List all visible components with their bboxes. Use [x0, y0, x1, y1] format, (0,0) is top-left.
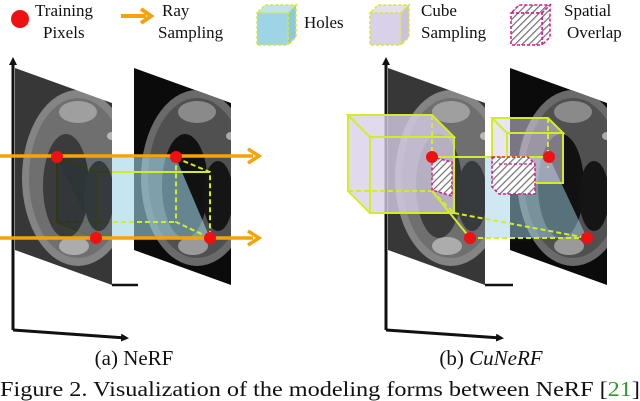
- training-pixels: [51, 151, 216, 244]
- lavender-cube-icon: [368, 3, 411, 47]
- legend-label: Pixels: [43, 23, 85, 42]
- legend-label: Sampling: [158, 23, 224, 42]
- connecting-edges: [431, 156, 588, 239]
- subcaption-name: NeRF: [123, 346, 173, 370]
- legend-label: Holes: [304, 13, 344, 32]
- big-sampling-cube: [345, 114, 457, 214]
- legend-label: Ray: [162, 1, 190, 20]
- legend-training-pixels: Training Pixels: [11, 1, 93, 42]
- spatial-overlap-region: [431, 156, 536, 198]
- legend-cube-sampling: Cube Sampling: [368, 1, 487, 47]
- legend-spatial-overlap: Spatial Overlap: [509, 1, 622, 47]
- orange-arrow-icon: [121, 7, 155, 25]
- legend-ray-sampling: Ray Sampling: [121, 1, 224, 42]
- legend-label: Spatial: [564, 1, 611, 20]
- legend-label: Training: [35, 1, 93, 20]
- nerf-subcaption: (a) NeRF: [95, 346, 174, 370]
- subcaption-prefix: (b): [439, 346, 469, 370]
- legend-holes: Holes: [255, 3, 344, 47]
- subcaption-prefix: (a): [95, 346, 124, 370]
- blue-cube-icon: [255, 3, 298, 47]
- figure-caption: Figure 2. Visualization of the modeling …: [0, 377, 640, 401]
- hatched-cube-icon: [509, 3, 552, 47]
- legend-label: Overlap: [567, 23, 622, 42]
- legend-label: Sampling: [421, 23, 487, 42]
- cunerf-subcaption: (b) CuNeRF: [439, 346, 542, 370]
- red-dot-icon: [11, 10, 29, 28]
- nerf-panel: [0, 57, 263, 342]
- legend: Training Pixels Ray Sampling Holes: [11, 1, 622, 47]
- caption-citation-link[interactable]: 21: [608, 377, 632, 401]
- legend-label: Cube: [421, 1, 457, 20]
- axis-arrows: [9, 57, 138, 342]
- training-pixels: [426, 151, 593, 244]
- caption-text: Figure 2. Visualization of the modeling …: [0, 377, 608, 401]
- caption-bracket: ]: [632, 377, 640, 401]
- cunerf-panel: [345, 57, 607, 342]
- subcaption-name: CuNeRF: [469, 346, 543, 370]
